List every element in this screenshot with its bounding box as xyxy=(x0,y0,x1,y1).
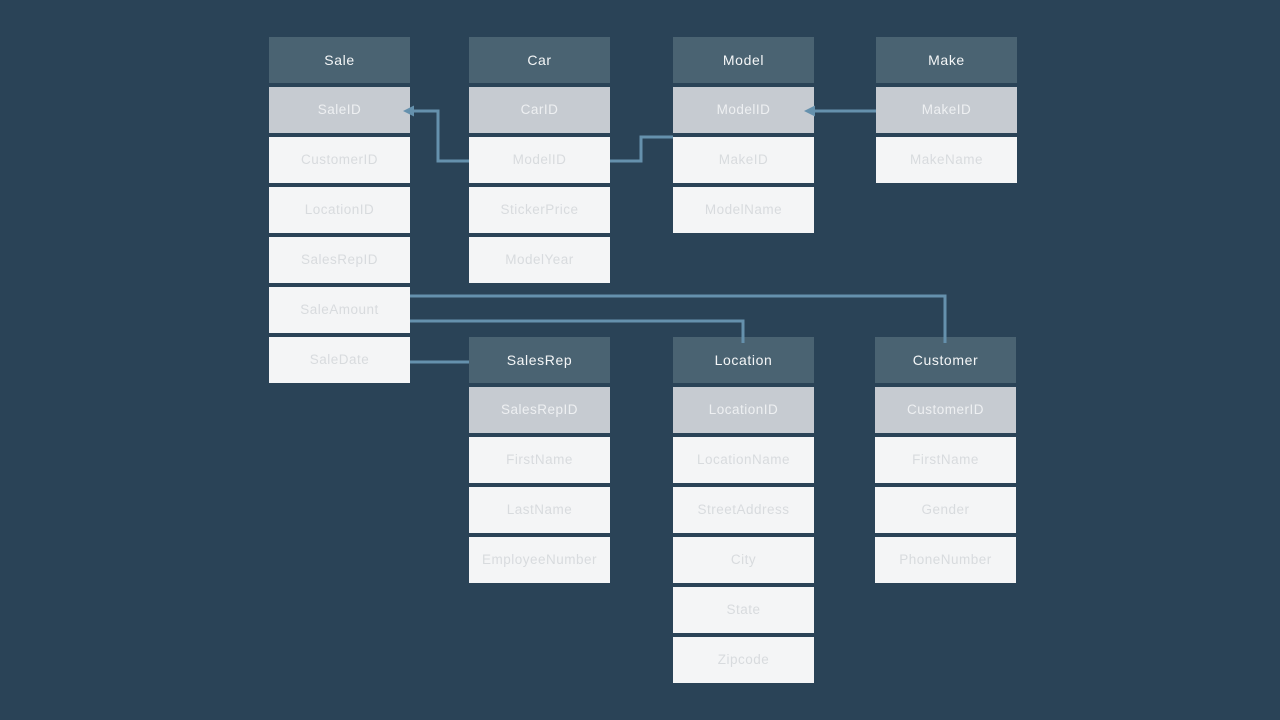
field-location-state: State xyxy=(673,587,814,633)
field-model-modelid: ModelID xyxy=(673,87,814,133)
table-header-customer: Customer xyxy=(875,337,1016,383)
field-salesrep-salesrepid: SalesRepID xyxy=(469,387,610,433)
field-sale-saledate: SaleDate xyxy=(269,337,410,383)
field-car-stickerprice: StickerPrice xyxy=(469,187,610,233)
field-model-modelname: ModelName xyxy=(673,187,814,233)
table-header-car: Car xyxy=(469,37,610,83)
field-location-city: City xyxy=(673,537,814,583)
field-car-modelyear: ModelYear xyxy=(469,237,610,283)
field-model-makeid: MakeID xyxy=(673,137,814,183)
field-location-locationname: LocationName xyxy=(673,437,814,483)
table-header-make: Make xyxy=(876,37,1017,83)
table-header-sale: Sale xyxy=(269,37,410,83)
field-salesrep-firstname: FirstName xyxy=(469,437,610,483)
field-customer-gender: Gender xyxy=(875,487,1016,533)
field-car-carid: CarID xyxy=(469,87,610,133)
field-salesrep-lastname: LastName xyxy=(469,487,610,533)
field-make-makename: MakeName xyxy=(876,137,1017,183)
table-header-location: Location xyxy=(673,337,814,383)
field-sale-saleid: SaleID xyxy=(269,87,410,133)
connector-sale-to-customer xyxy=(410,294,947,343)
field-salesrep-employeenumber: EmployeeNumber xyxy=(469,537,610,583)
field-customer-firstname: FirstName xyxy=(875,437,1016,483)
field-make-makeid: MakeID xyxy=(876,87,1017,133)
connector-car-modelid-to-model xyxy=(610,135,673,163)
connector-sale-saleid-to-car-modelid xyxy=(412,109,469,163)
field-sale-saleamount: SaleAmount xyxy=(269,287,410,333)
field-location-zipcode: Zipcode xyxy=(673,637,814,683)
field-customer-customerid: CustomerID xyxy=(875,387,1016,433)
field-car-modelid: ModelID xyxy=(469,137,610,183)
field-sale-customerid: CustomerID xyxy=(269,137,410,183)
table-header-model: Model xyxy=(673,37,814,83)
table-header-salesrep: SalesRep xyxy=(469,337,610,383)
field-location-streetaddress: StreetAddress xyxy=(673,487,814,533)
field-customer-phonenumber: PhoneNumber xyxy=(875,537,1016,583)
field-sale-salesrepid: SalesRepID xyxy=(269,237,410,283)
field-location-locationid: LocationID xyxy=(673,387,814,433)
field-sale-locationid: LocationID xyxy=(269,187,410,233)
